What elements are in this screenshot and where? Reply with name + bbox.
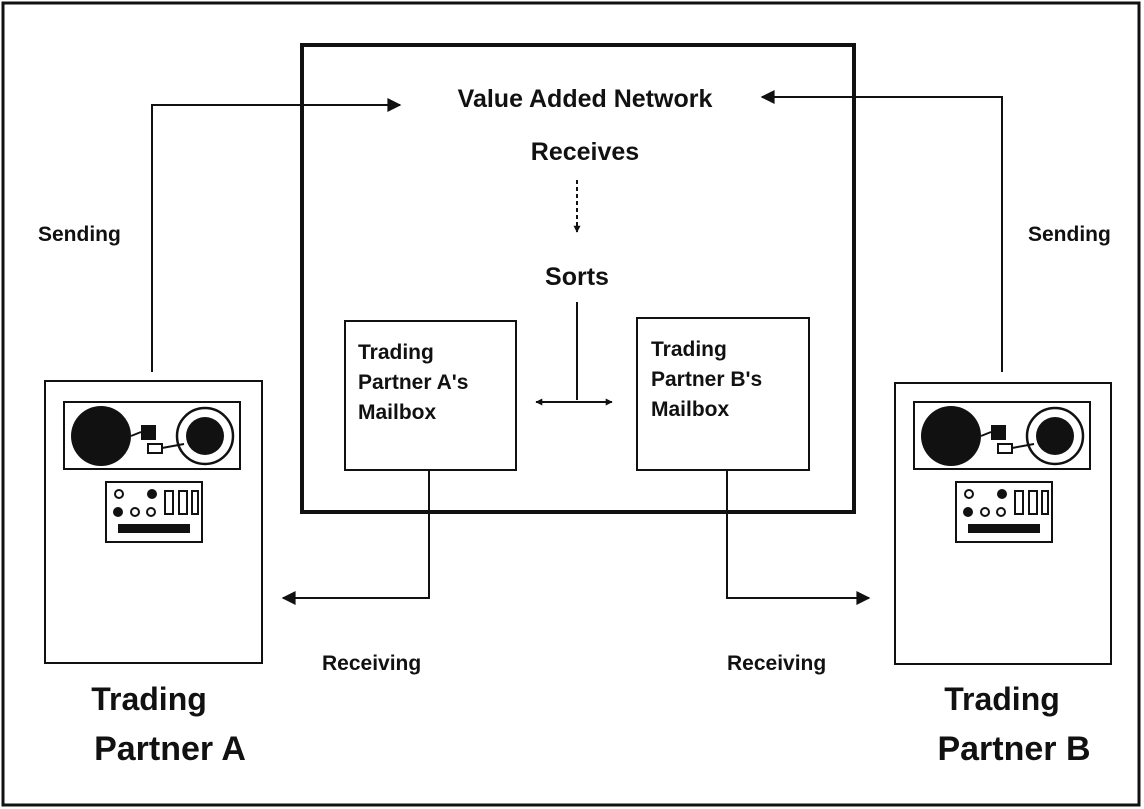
mailbox-b-line2: Partner B's: [651, 368, 762, 391]
sending-right-label: Sending: [1028, 223, 1111, 246]
mailbox-a-line3: Mailbox: [358, 401, 436, 424]
sending-left-label: Sending: [38, 223, 121, 246]
van-box: [300, 43, 856, 514]
mailbox-a-line1: Trading: [358, 341, 434, 364]
van-receives-label: Receives: [531, 138, 639, 166]
sending-a-arrow: [151, 98, 402, 372]
tape-computer-a-icon: [44, 380, 263, 664]
mailbox-b: [636, 317, 810, 471]
van-title: Value Added Network: [458, 85, 713, 113]
mailbox-a-line2: Partner A's: [358, 371, 468, 394]
partner-a-line2: Partner A: [94, 730, 246, 768]
mailbox-b-line1: Trading: [651, 338, 727, 361]
receiving-b-arrow: [726, 470, 871, 605]
mailbox-a-label: Trading Partner A's Mailbox: [358, 341, 474, 424]
partner-b-line1: Trading: [944, 681, 1060, 717]
mailbox-a: [344, 320, 517, 471]
mailbox-b-line3: Mailbox: [651, 398, 729, 421]
mailbox-b-label: Trading Partner B's Mailbox: [651, 338, 768, 421]
receiving-left-label: Receiving: [322, 652, 421, 675]
partner-a-line1: Trading: [91, 681, 207, 717]
receiving-a-arrow: [281, 470, 430, 605]
partner-b-line2: Partner B: [937, 730, 1090, 768]
van-sorts-label: Sorts: [545, 263, 609, 291]
tape-computer-b-icon: [894, 382, 1112, 665]
sending-b-arrow: [760, 90, 1003, 372]
receiving-right-label: Receiving: [727, 652, 826, 675]
